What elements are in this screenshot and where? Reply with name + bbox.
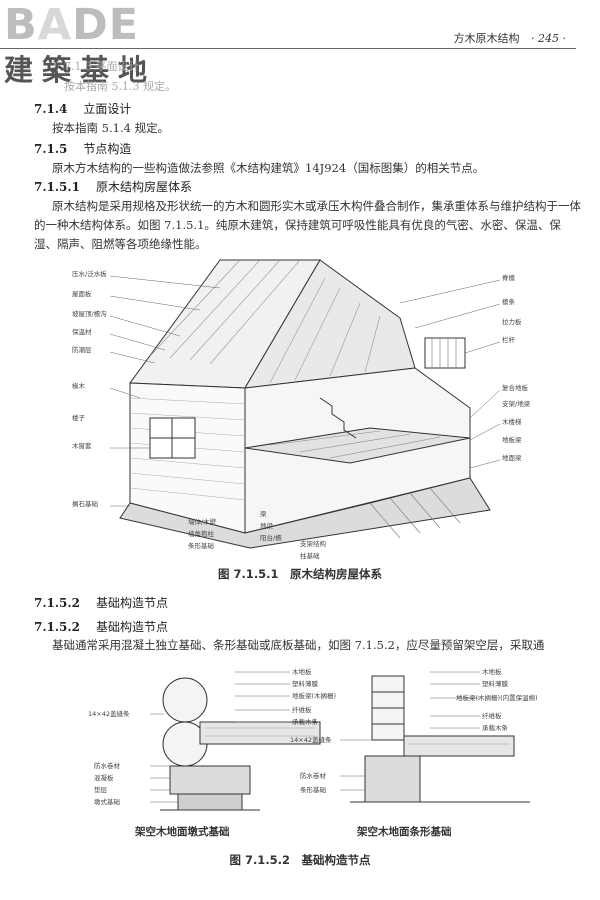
bade-logo: BADE 建築基地 xyxy=(4,2,179,94)
figure-subcaption: 架空木地面条形基础 xyxy=(357,826,452,838)
figure-label: 压水/泛水板 xyxy=(72,269,107,278)
figure-label: 承载木条 xyxy=(482,723,509,732)
paragraph: 按本指南 5.1.4 规定。 xyxy=(52,121,170,135)
logo-subtitle: 建築基地 xyxy=(4,53,157,87)
figure-label: 地板梁(木搁栅)(内置保温棉) xyxy=(456,693,538,702)
figure-label: 拉力板 xyxy=(502,317,522,326)
logo-wordmark: BADE xyxy=(4,0,140,50)
figure-label: 柱基础 xyxy=(300,551,320,560)
figure-label: 坡屋顶/檐沟 xyxy=(72,309,107,318)
figure-label: 纤维板 xyxy=(482,711,502,720)
page-number: · 245 · xyxy=(531,32,566,45)
figure-label: 支架/地梁 xyxy=(502,399,531,408)
figure-label: 屋面板 xyxy=(72,289,92,298)
running-head-title: 方木原木结构 xyxy=(453,32,520,45)
figure-label: 防水卷材 xyxy=(94,761,121,770)
figure-label: 梁 xyxy=(260,509,267,518)
log-house-figure: 压水/泛水板 屋面板 坡屋顶/檐沟 保温材 防潮层 椽木 楼子 木窗套 搁石基础… xyxy=(72,259,531,560)
figure-label: 脊檩 xyxy=(502,273,516,282)
faded-text: 按本指南 5.1.3 规定。 xyxy=(64,80,176,93)
figure-label: 地板梁 xyxy=(502,435,522,444)
figure-label: 地面梁 xyxy=(502,453,522,462)
figure-label: 条形基础 xyxy=(188,541,215,550)
figure-label: 墙角抱柱 xyxy=(188,529,215,538)
figure-label: 垫层 xyxy=(94,785,108,794)
figure-label: 14×42盖缝条 xyxy=(88,709,130,718)
figure-label: 阳台/檐 xyxy=(260,533,282,542)
figure-label: 墩式基础 xyxy=(94,797,121,806)
figure-label: 承载木条 xyxy=(292,717,319,726)
figure-label: 墙体/木壁 xyxy=(188,517,217,526)
figure-label: 14×42盖缝条 xyxy=(290,735,332,744)
figure-label: 楼子 xyxy=(72,413,86,422)
paragraph: 基础通常采用混凝土独立基础、条形基础或底板基础，如图 7.1.5.2，应尽量预留… xyxy=(52,638,545,652)
running-head: 方木原木结构 · 245 · xyxy=(454,30,566,46)
figure-caption: 图 7.1.5.2 基础构造节点 xyxy=(229,853,371,867)
figure-label: 椽木 xyxy=(72,381,86,390)
figure-label: 檩条 xyxy=(502,297,516,306)
foundation-details-figure: 木地板 塑料薄膜 地板梁(木搁栅) 纤维板 承载木条 14×42盖缝条 防水卷材… xyxy=(88,667,538,811)
figure-label: 防水卷材 xyxy=(300,771,327,780)
figure-label: 木窗套 xyxy=(72,441,92,450)
figure-label: 塑料薄膜 xyxy=(292,679,319,688)
figure-label: 木楼梯 xyxy=(502,417,522,426)
figure-label: 复合地板 xyxy=(502,383,529,392)
paragraph: 原木方木结构的一些构造做法参照《木结构建筑》14J924（国标图集）的相关节点。 xyxy=(52,161,485,175)
figure-label: 纤维板 xyxy=(292,705,312,714)
figure-label: 地梁 xyxy=(260,521,274,530)
figure-label: 塑料薄膜 xyxy=(482,679,509,688)
figure-label: 木地板 xyxy=(292,667,312,676)
figure-label: 木地板 xyxy=(482,667,502,676)
figure-subcaption: 架空木地面墩式基础 xyxy=(135,826,230,838)
figure-label: 条形基础 xyxy=(300,785,327,794)
figure-label: 支架结构 xyxy=(300,539,327,548)
faded-heading: 7.1.3 平面设计 xyxy=(64,60,140,73)
figure-label: 防潮层 xyxy=(72,345,92,354)
figure-label: 混凝板 xyxy=(94,773,114,782)
figure-caption: 图 7.1.5.1 原木结构房屋体系 xyxy=(217,567,383,581)
figure-label: 栏杆 xyxy=(502,335,516,344)
figure-label: 保温材 xyxy=(72,327,92,336)
figure-label: 地板梁(木搁栅) xyxy=(292,691,336,700)
header-rule xyxy=(0,48,576,49)
figure-label: 搁石基础 xyxy=(72,499,99,508)
paragraph: 原木结构是采用规格及形状统一的方木和圆形实木或承压木构件叠合制作，集承重体系与维… xyxy=(34,199,581,251)
